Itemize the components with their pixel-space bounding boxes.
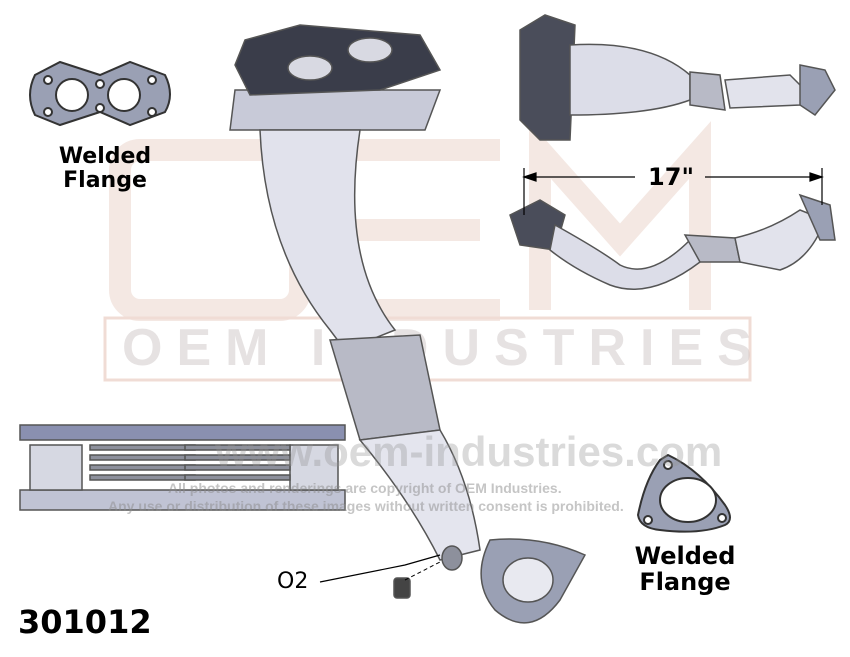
welded-flange-label-bottom-line2: Flange <box>639 568 731 597</box>
part-number: 301012 <box>18 603 152 641</box>
welded-flange-label-top-line2: Flange <box>63 168 147 194</box>
dimension-label: 17" <box>648 163 694 191</box>
url-watermark: www.oem-industries.com <box>215 428 723 475</box>
o2-leader-line <box>319 554 441 583</box>
top-view-pipe <box>519 14 836 141</box>
logo-text-watermark: OEM INDUSTRIES <box>122 319 766 377</box>
welded-flange-label-bottom-line1: Welded <box>634 542 736 570</box>
copyright-watermark-line1: All photos and renderings are copyright … <box>168 480 562 496</box>
copyright-watermark-line2: Any use or distribution of these images … <box>108 498 624 514</box>
main-downpipe <box>229 24 587 624</box>
side-view-pipe <box>509 193 836 290</box>
welded-flange-label-top-line1: Welded <box>58 144 152 169</box>
welded-flange-label-bottom: Welded Flange <box>625 543 745 596</box>
welded-flange-gasket-bottom <box>636 453 731 533</box>
dimension-line-17in <box>522 168 824 215</box>
welded-flange-gasket-top <box>29 60 171 127</box>
flange-side-view <box>19 424 346 511</box>
welded-flange-label-top: Welded Flange <box>50 144 160 194</box>
o2-label: O2 <box>277 569 309 594</box>
